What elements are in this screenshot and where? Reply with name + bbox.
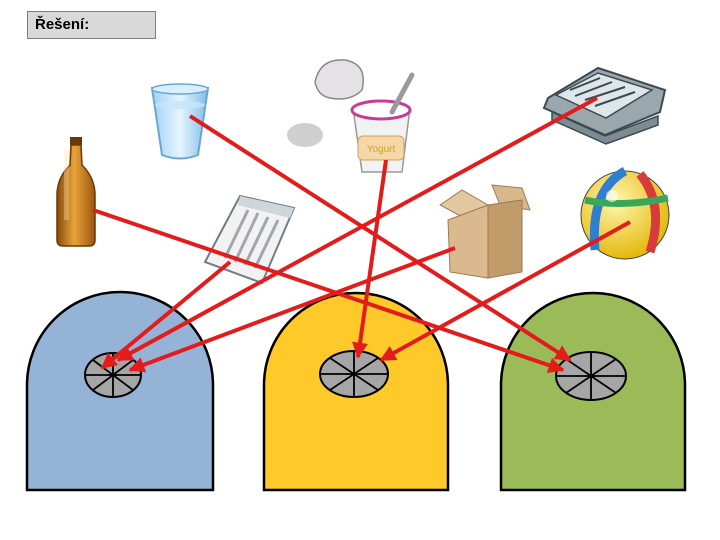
beach-ball-icon <box>580 167 670 260</box>
green-bin <box>499 291 687 492</box>
answer-arrows <box>92 96 631 373</box>
yellow-bin-opening <box>319 350 389 398</box>
beer-bottle-icon <box>56 137 96 247</box>
arrow-box-to-blue-bin <box>128 246 456 373</box>
yellow-bin <box>262 291 450 492</box>
arrow-yogurt-to-yellow-bin <box>352 159 388 359</box>
green-bin-opening <box>555 351 627 401</box>
cardboard-box-icon <box>439 184 531 279</box>
arrow-newspaper-to-blue-bin <box>100 260 232 370</box>
newspaper-stack-icon <box>542 66 667 145</box>
arrow-bottle-to-green-bin <box>92 208 565 373</box>
arrow-glass-to-green-bin <box>188 114 572 362</box>
water-glass-icon <box>150 83 210 160</box>
solution-heading: Řešení: <box>27 11 156 39</box>
yogurt-label: Yogurt <box>367 144 396 155</box>
yogurt-icon: Yogurt <box>287 55 420 173</box>
newspaper-icon <box>203 194 296 285</box>
arrow-newspaper-stack-to-blue-bin <box>116 96 598 362</box>
arrow-ball-to-yellow-bin <box>379 220 631 362</box>
